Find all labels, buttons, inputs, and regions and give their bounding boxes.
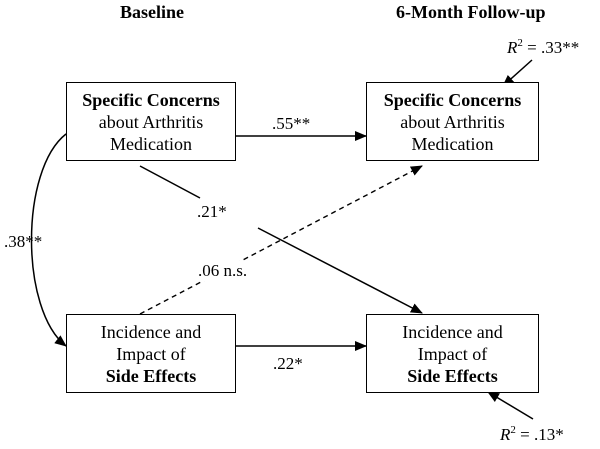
r2-effects-label: R2 = .13*: [500, 425, 564, 445]
node-effects-baseline: Incidence and Impact of Side Effects: [66, 314, 236, 393]
node-effects-followup: Incidence and Impact of Side Effects: [366, 314, 539, 393]
coef-baseline-correlation: .38**: [4, 232, 43, 251]
r2-concerns-value: = .33**: [527, 38, 580, 57]
r2-effects-symbol: R: [500, 425, 511, 444]
arrow-effects-to-concerns: [139, 165, 423, 315]
node-concerns-baseline-title: Specific Concerns: [82, 89, 220, 110]
arrow-r2-concerns: [502, 59, 533, 87]
node-concerns-followup-title: Specific Concerns: [383, 89, 522, 110]
node-concerns-followup-line3: Medication: [411, 133, 494, 154]
node-concerns-baseline-line2: about Arthritis: [98, 111, 204, 132]
node-effects-baseline-title: Side Effects: [105, 365, 197, 386]
node-concerns-baseline-line3: Medication: [110, 133, 192, 154]
node-effects-followup-title: Side Effects: [407, 365, 498, 386]
coef-effects-to-concerns: .06 n.s.: [196, 261, 250, 281]
r2-concerns-label: R2 = .33**: [507, 38, 579, 58]
coef-effects-stability: .22*: [273, 354, 303, 373]
coef-concerns-to-effects: .21*: [195, 202, 229, 222]
node-concerns-baseline: Specific Concerns about Arthritis Medica…: [66, 82, 236, 161]
node-concerns-followup-line2: about Arthritis: [400, 111, 505, 132]
arrow-concerns-to-effects-b: [257, 227, 423, 314]
r2-effects-value: = .13*: [520, 425, 564, 444]
r2-concerns-exponent: 2: [517, 37, 523, 49]
arrow-baseline-correlation: [30, 123, 78, 347]
node-effects-followup-line1: Incidence and: [402, 321, 503, 342]
coef-concerns-stability: .55**: [272, 114, 311, 133]
node-effects-baseline-line1: Incidence and: [100, 321, 202, 342]
node-concerns-followup: Specific Concerns about Arthritis Medica…: [366, 82, 539, 161]
r2-concerns-symbol: R: [507, 38, 518, 57]
arrow-r2-effects: [487, 391, 534, 420]
node-effects-baseline-line2: Impact of: [116, 343, 186, 364]
arrow-concerns-to-effects-a: [139, 165, 201, 199]
followup-header: 6-Month Follow-up: [396, 2, 546, 22]
node-effects-followup-line2: Impact of: [417, 343, 488, 364]
baseline-header: Baseline: [120, 2, 185, 22]
r2-effects-exponent: 2: [510, 424, 516, 436]
